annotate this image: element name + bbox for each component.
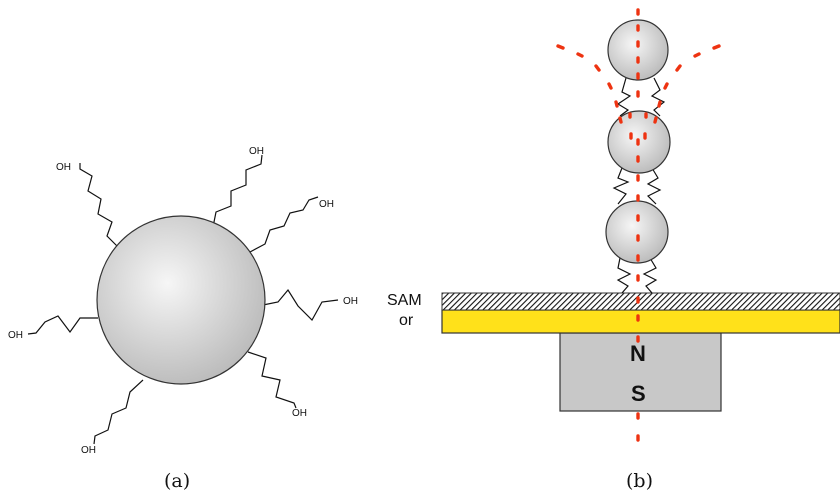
alkyl-chain-right [262,288,339,321]
panel-a: OH OH OH OH OH OH OH (a) [8,146,358,492]
linker-chain [650,77,666,117]
sam-label: SAM [387,292,422,309]
oh-label: OH [249,146,264,157]
oh-label: OH [319,199,334,210]
alkyl-chain-left [27,315,98,335]
gold-layer [441,309,840,334]
alkyl-chain-upper-left [79,163,119,248]
oh-label: OH [8,330,23,341]
linker-chain [616,257,632,294]
panel-b: N S SAM or [387,8,840,492]
magnet-north-label: N [630,341,646,366]
caption-b: (b) [626,470,653,492]
alkyl-chain-upper [212,154,263,228]
linker-chain [612,167,630,205]
magnet-south-label: S [631,381,646,406]
alkyl-chain-upper-right [249,196,319,253]
sam-layer [441,292,840,311]
oh-label: OH [343,296,358,307]
nanoparticle-sphere-top [607,19,669,81]
caption-a: (a) [164,470,190,492]
nanoparticle-sphere [96,215,266,385]
alkyl-chain-lower-left [93,379,144,445]
magnet-block [559,332,722,412]
linker-chain [646,167,662,205]
alkyl-chain-lower-right [247,351,297,409]
magnetic-field-lines [556,8,721,442]
oh-label: OH [81,445,96,456]
nanoparticle-sphere-bottom [605,200,669,264]
oh-label: OH [56,162,71,173]
linker-chain [642,257,658,294]
oh-label: OH [292,408,307,419]
linker-chain [616,77,632,117]
or-label: or [399,312,414,329]
